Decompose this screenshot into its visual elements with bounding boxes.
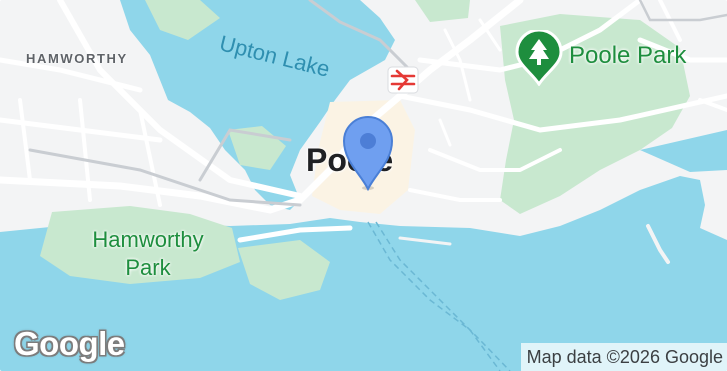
upton-lake-water — [120, 0, 395, 210]
location-pin-icon[interactable] — [340, 113, 396, 191]
park-label-line: Hamworthy — [92, 227, 204, 252]
map-attribution[interactable]: Map data ©2026 Google — [520, 343, 727, 371]
tree-pin-icon[interactable] — [514, 30, 564, 86]
national-rail-icon[interactable] — [387, 66, 419, 94]
park-label-poole-park[interactable]: Poole Park — [569, 42, 687, 69]
park-label-line: Park — [125, 255, 171, 280]
park-label-hamworthy-park[interactable]: Hamworthy Park — [68, 226, 228, 282]
google-logo: Google — [14, 325, 125, 362]
area-label-hamworthy: HAMWORTHY — [26, 51, 128, 66]
hamworthy-park-green — [40, 206, 240, 284]
